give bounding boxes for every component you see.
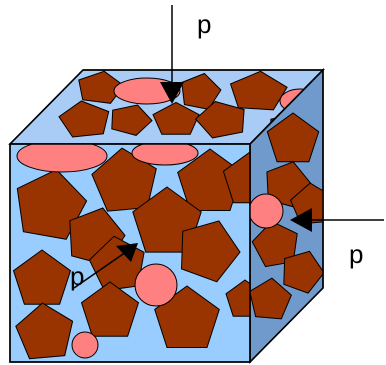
- grain: [283, 250, 323, 294]
- front-load-label: p: [70, 261, 84, 291]
- pore: [250, 193, 284, 229]
- right-load-label: p: [349, 239, 363, 269]
- grain: [80, 281, 140, 337]
- grain: [222, 151, 250, 204]
- pore: [134, 263, 178, 307]
- grain: [289, 182, 323, 225]
- front-face-particles: [12, 144, 250, 360]
- grain: [91, 147, 157, 212]
- grain: [152, 101, 200, 135]
- cube-edges: [9, 68, 325, 363]
- right-load-arrow: [290, 208, 384, 232]
- grain: [251, 220, 298, 268]
- top-load-arrow: [160, 5, 184, 104]
- grain: [250, 277, 293, 320]
- pore: [131, 144, 199, 166]
- grain: [180, 220, 241, 283]
- grain: [15, 302, 74, 360]
- grain: [58, 100, 110, 138]
- grain: [229, 70, 288, 111]
- front-load-arrow: [73, 243, 138, 289]
- pore: [71, 331, 99, 359]
- grain: [181, 72, 222, 110]
- pore: [16, 144, 108, 173]
- grain: [111, 104, 153, 136]
- grain: [225, 279, 250, 317]
- top-load-label: p: [197, 9, 211, 39]
- side-face-particles: [250, 112, 323, 320]
- grain: [16, 168, 88, 240]
